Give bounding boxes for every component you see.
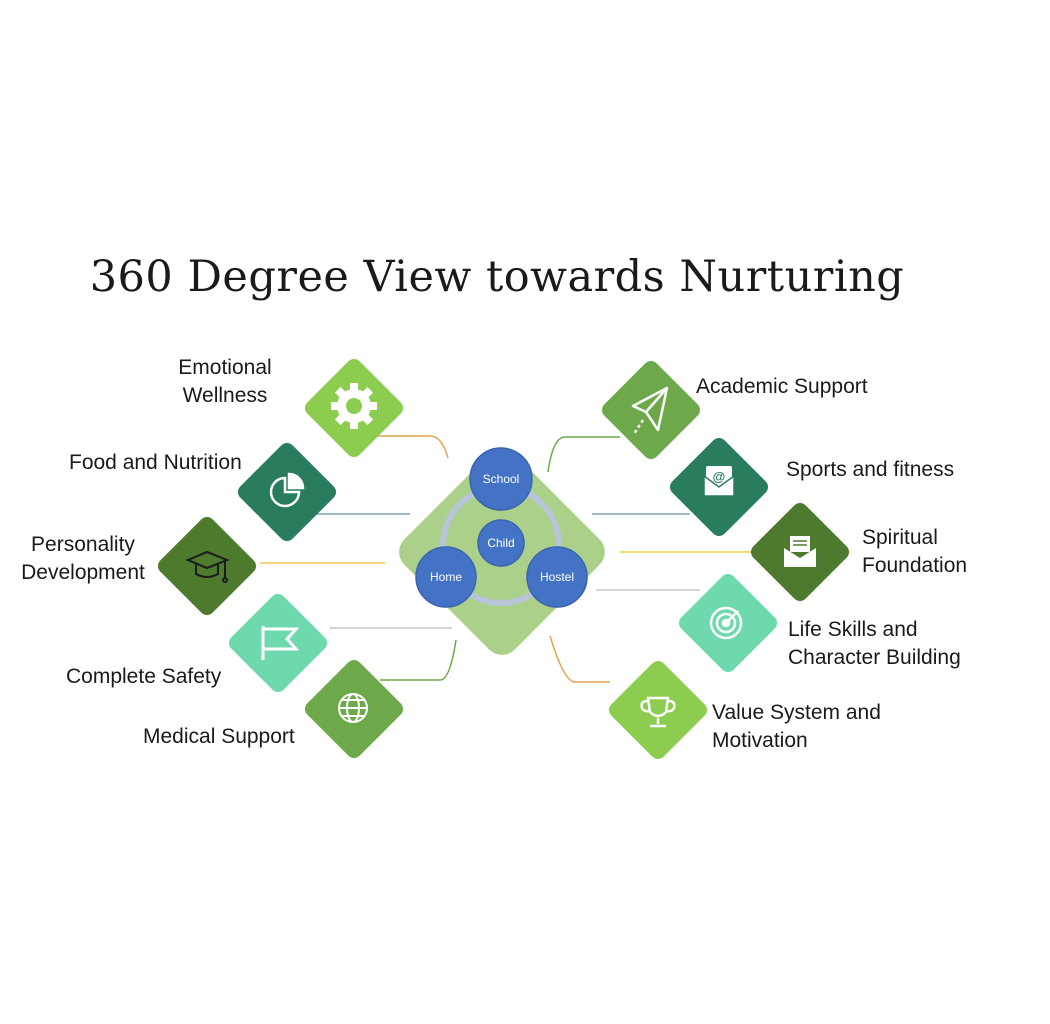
email-icon: @ bbox=[703, 466, 735, 497]
connector-academic-support bbox=[547, 436, 620, 473]
globe-icon bbox=[338, 693, 368, 723]
connector-medical-support bbox=[380, 639, 457, 681]
circle-home: Home bbox=[415, 546, 477, 608]
circle-home-label: Home bbox=[430, 570, 462, 584]
label-emotional-wellness: Emotional Wellness bbox=[178, 356, 272, 407]
label-personality-development: Personality Development bbox=[21, 533, 145, 584]
pie-chart-icon bbox=[269, 472, 305, 508]
svg-text:@: @ bbox=[713, 469, 726, 484]
value-system-node bbox=[608, 660, 708, 760]
paper-plane-icon bbox=[631, 386, 669, 435]
trophy-icon bbox=[640, 696, 676, 728]
circle-hostel-label: Hostel bbox=[540, 570, 574, 584]
sports-fitness-node: @ bbox=[669, 437, 769, 537]
label-complete-safety: Complete Safety bbox=[66, 665, 222, 688]
life-skills-node bbox=[678, 573, 778, 673]
graduation-cap-icon bbox=[185, 550, 230, 583]
connector-emotional-wellness bbox=[375, 435, 449, 459]
emotional-wellness-node bbox=[304, 358, 404, 458]
connector-value-system bbox=[549, 635, 610, 683]
circle-child: Child bbox=[477, 519, 525, 567]
label-value-system: Value System and Motivation bbox=[712, 701, 881, 752]
label-spiritual-foundation: Spiritual Foundation bbox=[862, 526, 968, 577]
complete-safety-node bbox=[228, 593, 328, 693]
label-life-skills: Life Skills and Character Building bbox=[788, 618, 961, 669]
label-medical-support: Medical Support bbox=[143, 725, 295, 748]
spiritual-foundation-node bbox=[750, 502, 850, 602]
circle-child-label: Child bbox=[487, 536, 514, 550]
target-icon bbox=[709, 606, 743, 640]
academic-support-node bbox=[601, 360, 701, 460]
page-title: 360 Degree View towards Nurturing bbox=[89, 252, 905, 302]
circle-school-label: School bbox=[483, 472, 520, 486]
mail-envelope-icon bbox=[784, 536, 816, 567]
food-nutrition-node bbox=[237, 442, 337, 542]
circle-hostel: Hostel bbox=[526, 546, 588, 608]
label-academic-support: Academic Support bbox=[696, 375, 868, 398]
gear-icon bbox=[331, 383, 377, 429]
flag-icon bbox=[261, 626, 300, 660]
label-food-nutrition: Food and Nutrition bbox=[69, 451, 242, 474]
personality-development-node bbox=[157, 516, 257, 616]
circle-school: School bbox=[469, 447, 533, 511]
medical-support-node bbox=[304, 659, 404, 759]
connectors bbox=[260, 435, 755, 683]
label-sports-fitness: Sports and fitness bbox=[786, 458, 955, 481]
central-hub: School Child Home Hostel bbox=[399, 447, 605, 655]
